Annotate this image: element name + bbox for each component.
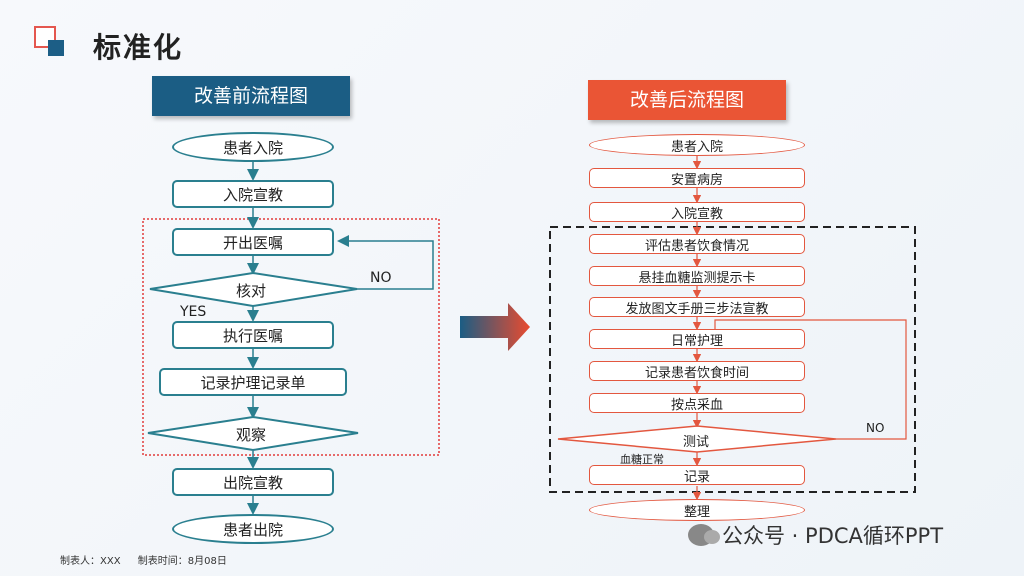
left-label-yes: YES <box>180 304 207 320</box>
left-node-prescription: 开出医嘱 <box>172 228 334 256</box>
footer: 制表人：XXX 制表时间：8月08日 <box>60 552 227 567</box>
right-node-ward: 安置病房 <box>589 168 805 188</box>
right-node-finish: 整理 <box>589 499 805 521</box>
left-label-no: NO <box>370 270 392 286</box>
left-decision-observe: 观察 <box>236 426 267 444</box>
right-node-handbook: 发放图文手册三步法宣教 <box>589 297 805 317</box>
left-node-admission-education: 入院宣教 <box>172 180 334 208</box>
left-node-admission: 患者入院 <box>172 132 334 162</box>
header-before: 改善前流程图 <box>152 76 350 116</box>
footer-time: 制表时间：8月08日 <box>137 556 227 567</box>
logo-mark-icon <box>34 26 64 56</box>
left-node-discharge-education: 出院宣教 <box>172 468 334 496</box>
left-node-record: 记录护理记录单 <box>159 368 347 396</box>
watermark-text: 公众号 · PDCA循环PPT <box>722 524 944 548</box>
right-label-no: NO <box>866 421 885 435</box>
page-title: 标准化 <box>93 31 184 64</box>
right-node-hang-card: 悬挂血糖监测提示卡 <box>589 266 805 286</box>
right-node-assess-diet: 评估患者饮食情况 <box>589 234 805 254</box>
right-node-daily-care: 日常护理 <box>589 329 805 349</box>
left-decision-check: 核对 <box>236 282 267 300</box>
right-decision-test: 测试 <box>683 435 710 450</box>
right-node-sampling: 按点采血 <box>589 393 805 413</box>
wechat-icon <box>688 524 720 546</box>
right-label-normal: 血糖正常 <box>620 453 664 466</box>
header-after: 改善后流程图 <box>588 80 786 120</box>
watermark: 公众号 · PDCA循环PPT <box>688 520 943 550</box>
footer-maker: 制表人：XXX <box>60 556 121 567</box>
right-node-record: 记录 <box>589 465 805 485</box>
left-node-execute: 执行医嘱 <box>172 321 334 349</box>
right-node-admission: 患者入院 <box>589 134 805 156</box>
right-node-education: 入院宣教 <box>589 202 805 222</box>
left-node-discharge: 患者出院 <box>172 514 334 544</box>
right-node-record-diet: 记录患者饮食时间 <box>589 361 805 381</box>
